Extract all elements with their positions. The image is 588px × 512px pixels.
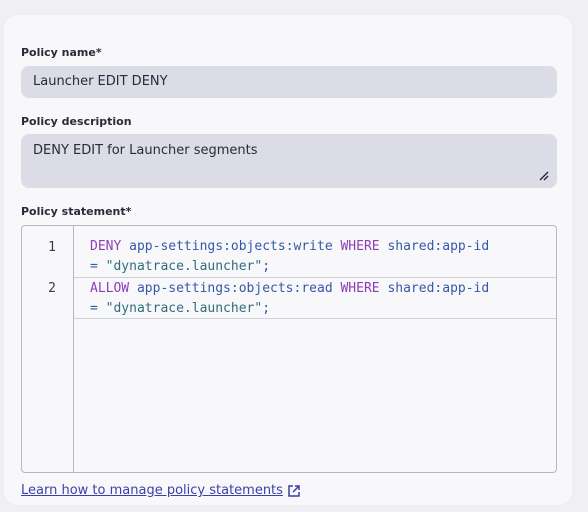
help-link[interactable]: Learn how to manage policy statements [21,483,301,498]
resize-handle-icon[interactable] [539,171,549,181]
line-number-gutter: 1 2 [22,226,74,472]
code-line[interactable]: DENY app-settings:objects:write WHERE sh… [74,226,556,278]
code-line-text: ALLOW app-settings:objects:read WHERE sh… [90,281,490,316]
code-line[interactable]: ALLOW app-settings:objects:read WHERE sh… [74,278,556,319]
code-line-text: DENY app-settings:objects:write WHERE sh… [90,239,490,274]
policy-description-label: Policy description [21,115,132,128]
policy-name-label: Policy name* [21,46,102,59]
line-number: 1 [48,240,56,255]
external-link-icon [288,484,300,497]
policy-statement-label: Policy statement* [21,205,132,218]
line-number: 2 [48,281,56,296]
policy-description-value: DENY EDIT for Launcher segments [33,143,258,158]
help-link-label: Learn how to manage policy statements [21,483,283,498]
policy-description-textarea[interactable]: DENY EDIT for Launcher segments [21,134,557,188]
policy-name-value: Launcher EDIT DENY [33,74,168,89]
policy-name-input[interactable]: Launcher EDIT DENY [21,66,557,98]
policy-statement-editor[interactable]: 1 2 DENY app-settings:objects:write WHER… [21,225,557,473]
